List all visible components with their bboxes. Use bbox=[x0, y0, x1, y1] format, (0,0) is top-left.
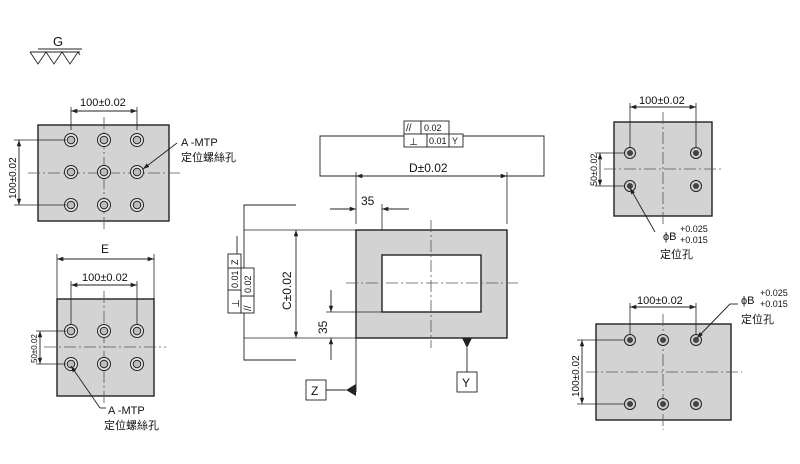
datum-z-label: Z bbox=[311, 384, 318, 398]
screw-hole bbox=[97, 198, 111, 212]
tol-perp-datum-z: Z bbox=[230, 259, 240, 265]
plate-center-window bbox=[381, 254, 482, 313]
pin-hole bbox=[690, 398, 702, 410]
pin-hole bbox=[624, 147, 636, 159]
dim-horizontal-100: 100±0.02 bbox=[639, 95, 685, 107]
datum-z-box bbox=[305, 379, 327, 401]
callout-tol-upper: +0.025 bbox=[760, 288, 788, 298]
callout-mtp-desc: 定位螺絲孔 bbox=[181, 150, 236, 164]
dim-frame-top-35: 35 bbox=[361, 194, 375, 208]
pin-hole bbox=[624, 334, 636, 346]
dim-vertical-100: 100±0.02 bbox=[8, 157, 19, 199]
plate-bottom-left bbox=[56, 298, 155, 397]
panel-bottom-left: E 100±0.02 50±0.02 A -MTP 定位螺絲孔 bbox=[30, 242, 166, 432]
screw-hole bbox=[64, 198, 78, 212]
pin-hole bbox=[624, 398, 636, 410]
pin-hole bbox=[690, 334, 702, 346]
callout-pin-desc: 定位孔 bbox=[660, 247, 693, 261]
callout-pin-label: ϕB bbox=[663, 231, 677, 243]
screw-hole bbox=[64, 357, 78, 371]
callout-mtp-label: A -MTP bbox=[181, 137, 218, 149]
datum-y-box bbox=[456, 371, 478, 393]
screw-hole bbox=[130, 324, 144, 338]
screw-hole bbox=[97, 324, 111, 338]
tol-parallel-value-z: 0.02 bbox=[243, 275, 253, 293]
tol-parallel-symbol-z: // bbox=[243, 305, 254, 311]
pin-hole bbox=[690, 180, 702, 192]
tol-perp-value: 0.01 bbox=[429, 136, 447, 146]
tol-perp-symbol: ⊥ bbox=[409, 137, 418, 148]
tol-perp-value-z: 0.01 bbox=[230, 270, 240, 288]
screw-hole bbox=[130, 357, 144, 371]
dim-horizontal-100: 100±0.02 bbox=[637, 295, 683, 307]
panel-center: // 0.02 ⊥ 0.01 Y D±0.02 35 C±0.02 bbox=[227, 120, 545, 401]
dim-height-c: C±0.02 bbox=[280, 271, 294, 310]
tol-perp-datum-y: Y bbox=[452, 136, 458, 146]
pin-hole bbox=[657, 334, 669, 346]
screw-hole-grid bbox=[64, 324, 144, 371]
panel-bottom-right: 100±0.02 100±0.02 ϕB +0.025 +0.015 定位孔 bbox=[571, 288, 788, 430]
dim-vertical-50: 50±0.02 bbox=[589, 154, 599, 186]
dim-overall-e: E bbox=[101, 242, 109, 256]
pin-hole bbox=[657, 398, 669, 410]
dim-horizontal-100: 100±0.02 bbox=[80, 97, 126, 109]
callout-tol-upper: +0.025 bbox=[680, 224, 708, 234]
dim-vertical-50: 50±0.02 bbox=[30, 334, 39, 363]
screw-hole bbox=[64, 133, 78, 147]
dim-horizontal-100: 100±0.02 bbox=[82, 272, 128, 284]
callout-tol-lower: +0.015 bbox=[760, 299, 788, 309]
surface-grade-label: G bbox=[53, 34, 63, 49]
screw-hole bbox=[130, 133, 144, 147]
datum-y-label: Y bbox=[462, 376, 470, 390]
screw-hole bbox=[130, 198, 144, 212]
dim-frame-left-35: 35 bbox=[316, 320, 330, 334]
panel-top-right: 100±0.02 50±0.02 ϕB +0.025 +0.015 定位孔 bbox=[589, 95, 724, 261]
callout-pin-desc: 定位孔 bbox=[741, 312, 774, 326]
screw-hole bbox=[97, 165, 111, 179]
screw-hole bbox=[130, 165, 144, 179]
pin-hole-grid bbox=[624, 334, 702, 410]
dim-width-d: D±0.02 bbox=[409, 161, 448, 175]
pin-hole bbox=[690, 147, 702, 159]
pin-hole bbox=[624, 180, 636, 192]
screw-hole-grid bbox=[64, 133, 144, 212]
callout-mtp-label: A -MTP bbox=[108, 405, 145, 417]
callout-mtp-desc: 定位螺絲孔 bbox=[104, 418, 159, 432]
callout-tol-lower: +0.015 bbox=[680, 235, 708, 245]
screw-hole bbox=[97, 133, 111, 147]
dim-vertical-100: 100±0.02 bbox=[571, 355, 582, 397]
screw-hole bbox=[64, 165, 78, 179]
panel-top-left: 100±0.02 100±0.02 A -MTP 定位螺絲孔 bbox=[8, 97, 236, 229]
tol-perp-symbol-z: ⊥ bbox=[231, 299, 242, 308]
callout-pin-label: ϕB bbox=[741, 295, 755, 307]
screw-hole bbox=[64, 324, 78, 338]
tol-parallel-value: 0.02 bbox=[424, 123, 442, 133]
surface-finish-symbol: G bbox=[29, 34, 82, 65]
tol-parallel-symbol: // bbox=[406, 123, 412, 134]
screw-hole bbox=[97, 357, 111, 371]
